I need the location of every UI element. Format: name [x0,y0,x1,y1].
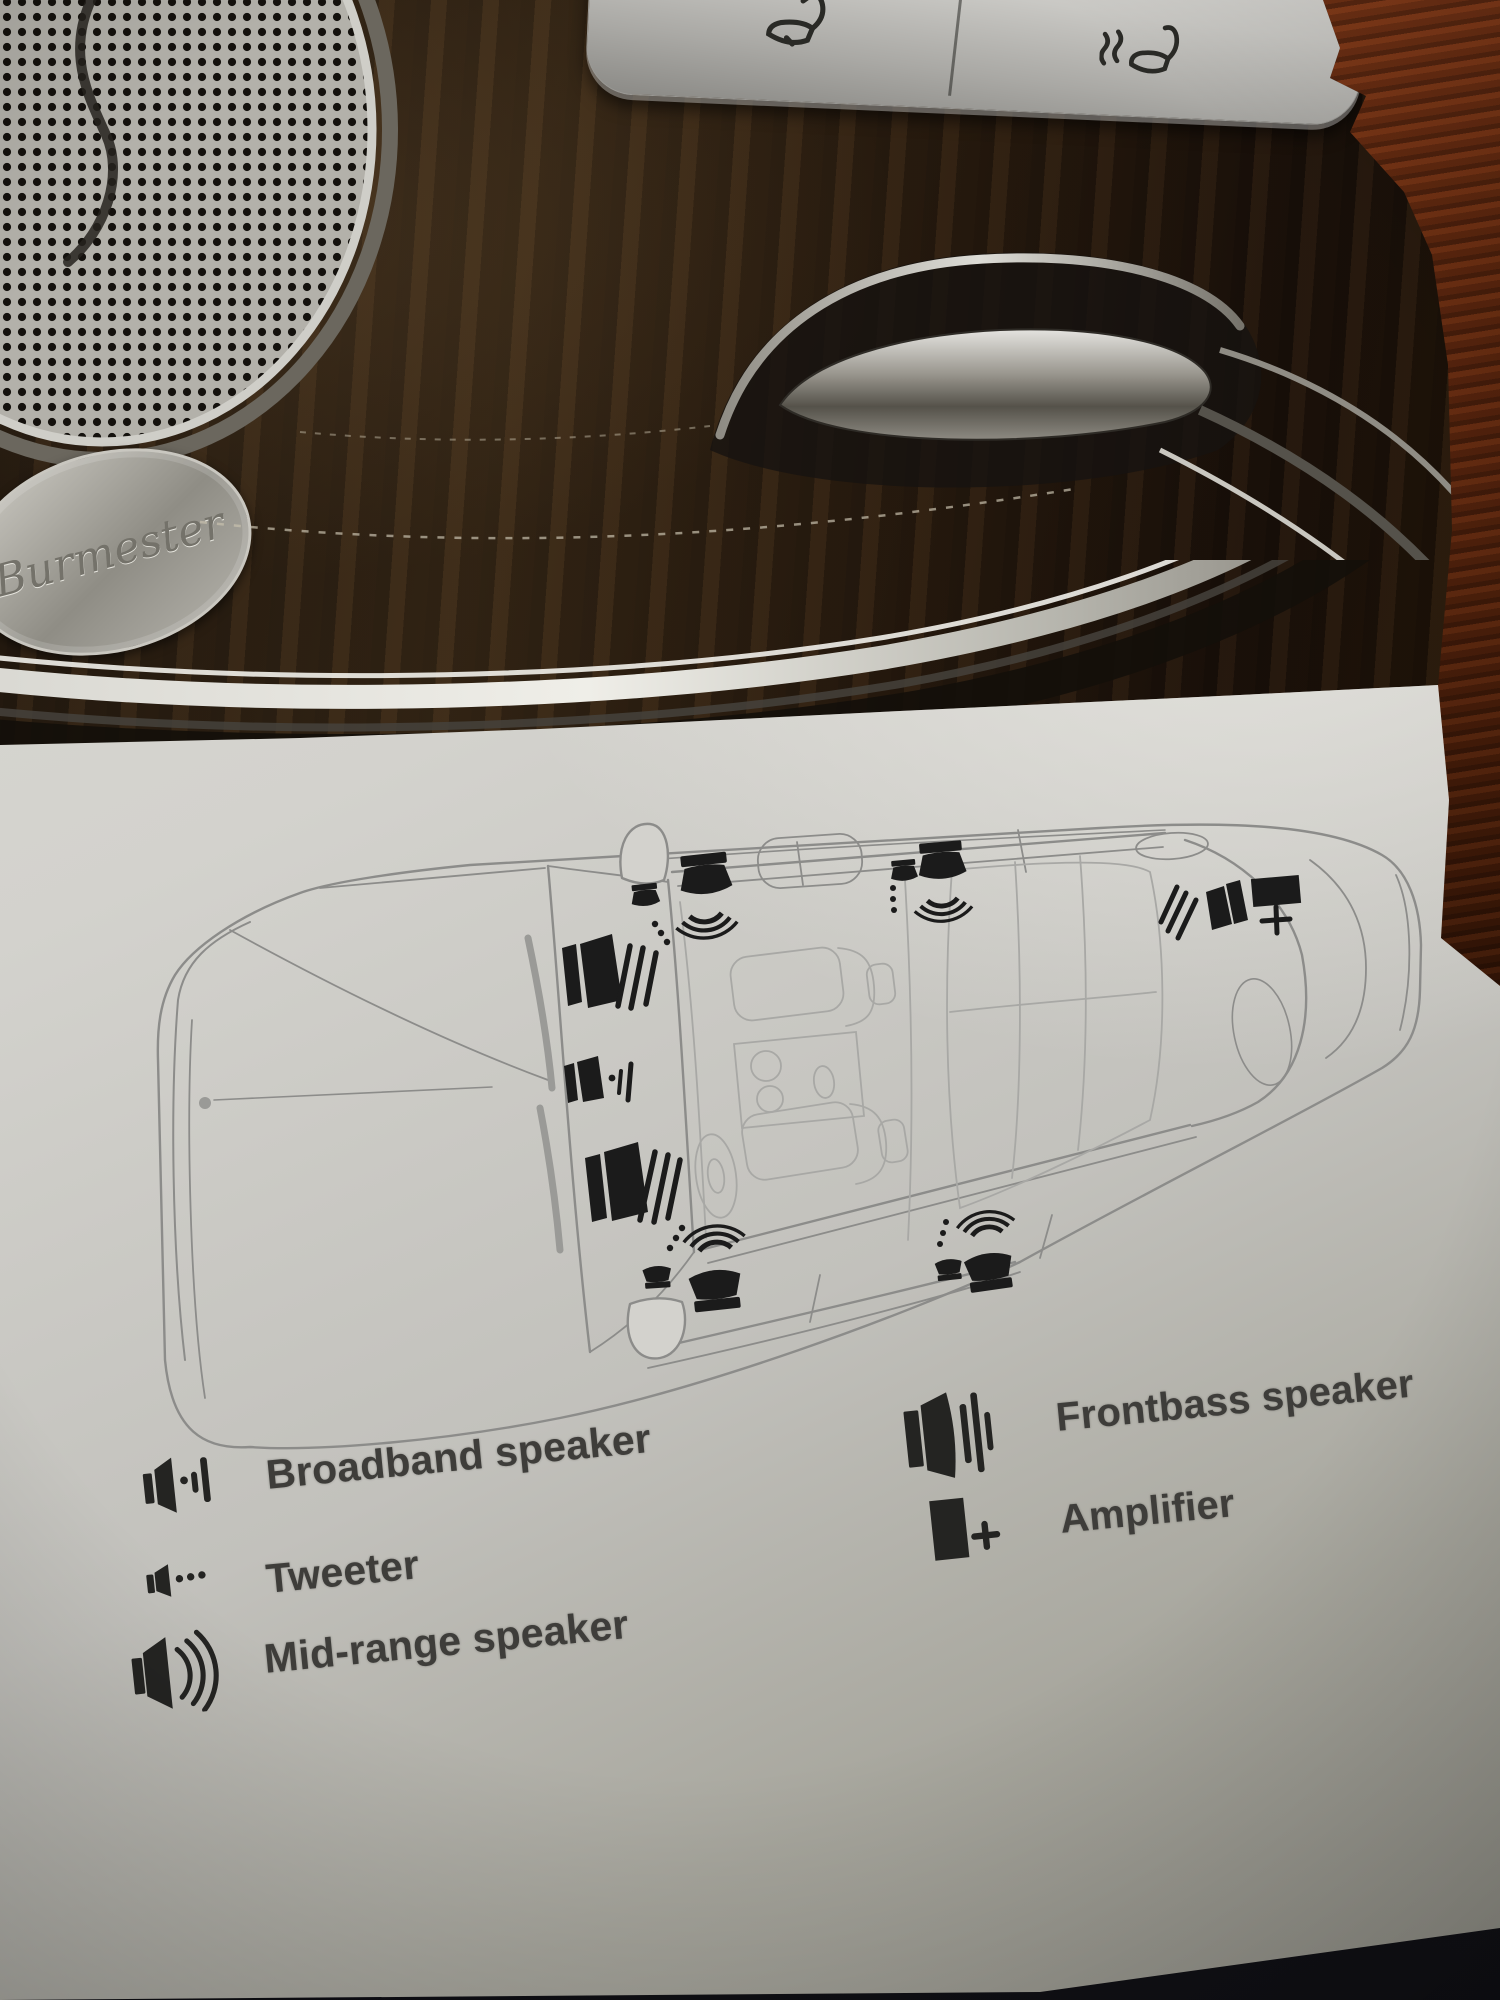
grille-script-flourish [63,0,118,267]
frontbass-speaker-driver [585,1142,683,1225]
front-passenger-seat [729,946,845,1022]
legend-row-tweeter: Tweeter [264,1541,421,1603]
legend-row-frontbass: Frontbass speaker [1054,1362,1416,1441]
tweeter-driver [642,1265,673,1289]
wiper-blade [536,1104,564,1254]
car-body-outline [156,822,1423,1450]
tweeter-icon [146,1564,206,1597]
amplifier-icon [929,1497,1001,1561]
legend-row-mid-range: Mid-range speaker [262,1601,630,1683]
wiper-blade [524,934,556,1092]
door-handle-grip[interactable] [778,328,1212,441]
rear-driver-door-speakers [934,1208,1015,1294]
frontbass-speaker-front-passenger [562,934,659,1011]
mid-range-speaker-icon [131,1629,219,1713]
rear-bench [946,861,1164,1210]
legend-row-amplifier: Amplifier [1058,1481,1237,1543]
seat-adjust-icon[interactable] [755,0,834,55]
tweeter-rear-driver [934,1257,964,1282]
stitching-lines [199,425,1081,540]
legend-row-broadband: Broadband speaker [264,1415,653,1499]
hood-star-emblem [199,1097,211,1109]
cabin-interior-lineart [679,855,1164,1241]
door-handle [710,252,1452,560]
broadband-speaker-dashboard [564,1056,634,1103]
sunroof [756,833,864,889]
driver-seat [741,1101,859,1181]
side-mirror [626,1297,687,1360]
seat-control-panel [584,0,1367,127]
front-passenger-door-speakers [629,851,739,946]
seat-heated-icon[interactable] [1098,16,1183,84]
speaker-icons [562,839,1302,1313]
tweeter-front-passenger [629,882,661,908]
trunk-bass-speaker [1158,880,1248,941]
amplifier-trunk [1250,874,1302,936]
driver-door-speakers [642,1223,746,1313]
rear-passenger-door-speakers [889,839,974,924]
side-mirror [619,822,670,885]
button-divider [948,0,970,96]
frontbass-speaker-icon [903,1392,994,1478]
door-panel-photo: Burmester [0,0,1452,746]
broadband-speaker-icon [142,1457,211,1513]
tweeter-rear-passenger [889,858,919,882]
steering-wheel [694,1133,738,1219]
